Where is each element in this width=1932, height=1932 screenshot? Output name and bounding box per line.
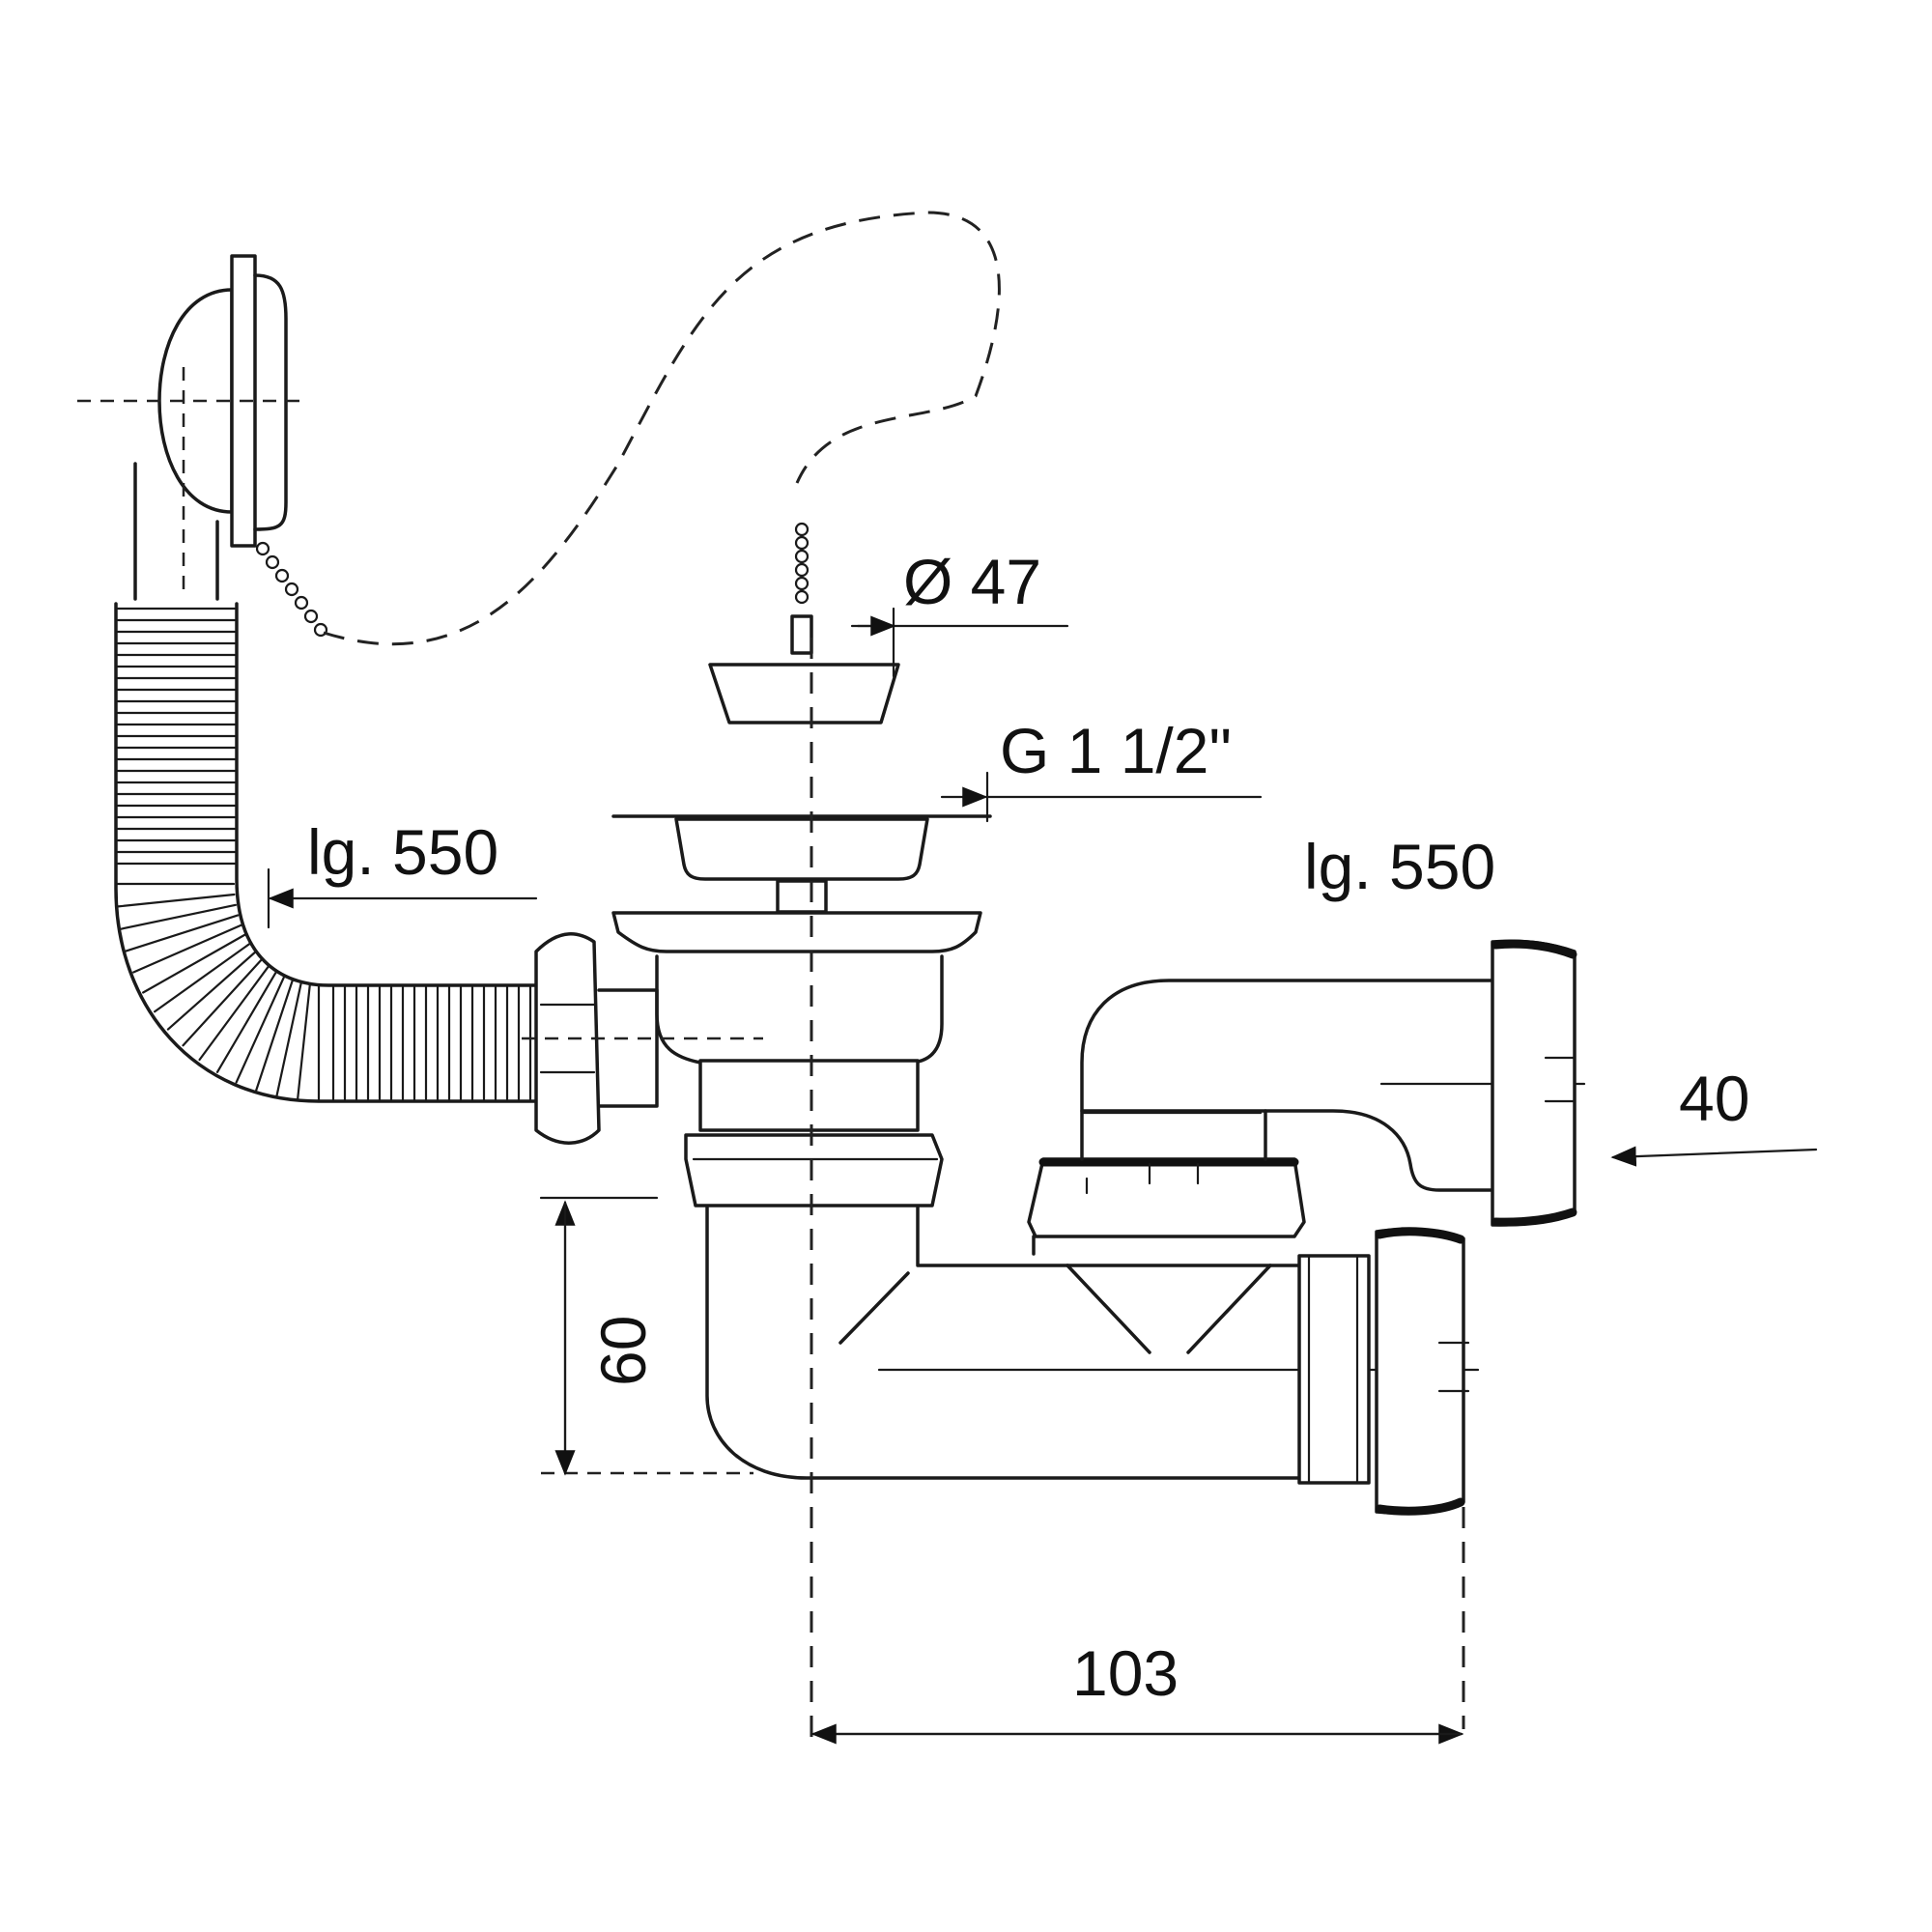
hose-rib xyxy=(255,979,294,1093)
bottle-trap xyxy=(705,1206,1480,1516)
horizontal-offset-dimension: 103 xyxy=(810,1637,1464,1745)
overflow-head xyxy=(77,254,309,601)
flexible-overflow-hose xyxy=(114,602,543,1103)
chain-path xyxy=(323,211,1001,646)
trap-connector-nut xyxy=(1027,1157,1306,1256)
thread-dimension: G 1 1/2" xyxy=(940,715,1263,823)
trap-depth-label: 60 xyxy=(587,1316,659,1386)
outlet-diameter-label: 40 xyxy=(1679,1063,1749,1134)
hose-rib xyxy=(275,981,302,1098)
stopper-plug xyxy=(708,663,900,724)
hose-ribs xyxy=(114,607,532,1103)
outlet-diameter-dimension: 40 xyxy=(1610,1063,1818,1167)
overflow-chain xyxy=(255,541,328,638)
hose-rib xyxy=(132,923,242,974)
diameter-dimension: Ø 47 xyxy=(850,546,1069,678)
hose-rib xyxy=(296,983,311,1101)
diameter-label: Ø 47 xyxy=(903,546,1041,617)
hose-rib xyxy=(235,975,286,1084)
hose-length-right-label: lg. 550 xyxy=(1304,831,1495,902)
hose-rib xyxy=(166,951,257,1031)
plug-chain xyxy=(790,522,813,655)
hose-rib xyxy=(154,942,251,1013)
hose-rib xyxy=(116,893,236,908)
thread-label: G 1 1/2" xyxy=(1000,715,1232,786)
hose-length-left-dimension: lg. 550 xyxy=(267,816,538,929)
hose-rib xyxy=(215,970,278,1073)
hose-rib xyxy=(119,903,238,930)
hose-rib xyxy=(125,914,240,952)
hose-length-left-label: lg. 550 xyxy=(307,816,498,888)
horizontal-offset-label: 103 xyxy=(1072,1637,1179,1709)
hose-connector-nut xyxy=(534,932,659,1145)
overflow-connection-pipe xyxy=(1080,939,1586,1227)
hose-rib xyxy=(198,964,270,1062)
hose-rib xyxy=(182,957,264,1047)
trap-depth-dimension: 60 xyxy=(539,1196,753,1476)
hose-rib xyxy=(142,933,246,994)
strainer-body xyxy=(611,814,992,1208)
